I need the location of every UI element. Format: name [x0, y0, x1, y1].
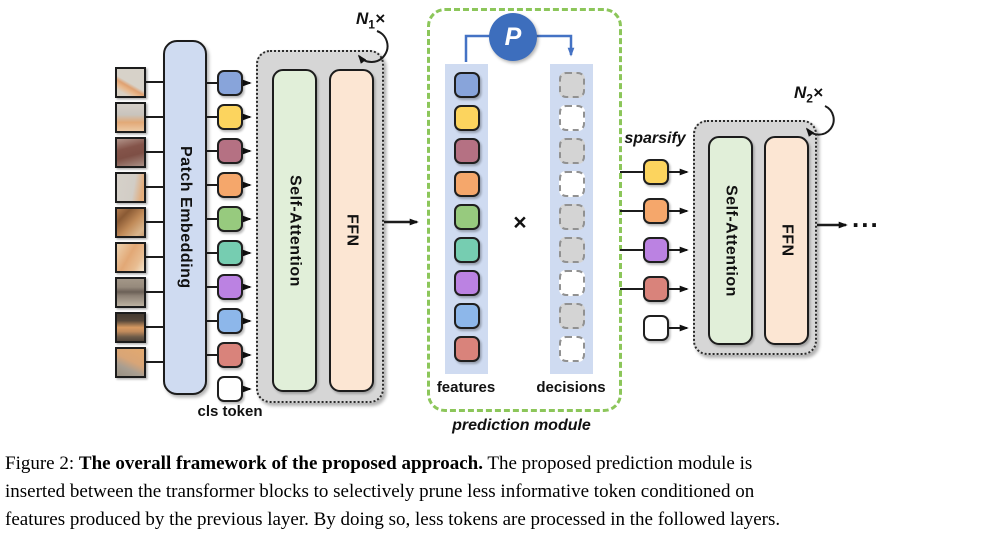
decision-token-kept: [558, 336, 585, 362]
caption-line-1: Figure 2: The overall framework of the p…: [5, 453, 753, 474]
token: [643, 237, 669, 263]
prediction-head-label: P: [504, 22, 522, 51]
ffn-box-2: FFN: [764, 136, 809, 345]
token: [453, 72, 480, 98]
sparsified-token-column: [643, 159, 669, 341]
token: [453, 171, 480, 197]
image-patch: [115, 137, 146, 168]
decision-token-pruned: [558, 237, 585, 263]
token: [643, 198, 669, 224]
image-patch: [115, 102, 146, 133]
decision-token-kept: [558, 171, 585, 197]
image-patch: [115, 207, 146, 238]
cls-token-label: cls token: [197, 403, 263, 420]
prediction-module-label: prediction module: [452, 417, 591, 434]
caption-line-3: features produced by the previous layer.…: [5, 509, 781, 530]
n1-repeat-label: N1×: [356, 9, 385, 32]
decision-token-kept: [558, 270, 585, 296]
decision-token-pruned: [558, 72, 585, 98]
sparsify-label: sparsify: [624, 130, 686, 147]
decisions-column: [550, 64, 593, 374]
ffn-label-2: FFN: [778, 224, 796, 257]
token: [453, 138, 480, 164]
caption-line-2: inserted between the transformer blocks …: [5, 481, 755, 502]
token: [453, 336, 480, 362]
transformer-block-1: Self-Attention FFN: [256, 50, 384, 403]
image-patch: [115, 312, 146, 343]
token: [217, 342, 243, 368]
input-image-patches: [115, 67, 146, 378]
ffn-box-1: FFN: [329, 69, 374, 392]
token: [453, 270, 480, 296]
self-attention-box-2: Self-Attention: [708, 136, 753, 345]
self-attention-label-1: Self-Attention: [286, 174, 304, 287]
features-label: features: [436, 379, 496, 396]
prediction-head-circle: P: [489, 13, 537, 61]
decision-token-kept: [558, 105, 585, 131]
token: [217, 172, 243, 198]
image-patch: [115, 172, 146, 203]
token: [453, 105, 480, 131]
token: [217, 308, 243, 334]
continuation-ellipsis: ...: [852, 203, 880, 233]
self-attention-label-2: Self-Attention: [722, 184, 740, 297]
features-column: [445, 64, 488, 374]
decision-token-pruned: [558, 204, 585, 230]
decisions-label: decisions: [536, 379, 606, 396]
token: [217, 206, 243, 232]
transformer-block-2: Self-Attention FFN: [693, 120, 817, 355]
token: [453, 237, 480, 263]
token: [453, 204, 480, 230]
token: [217, 138, 243, 164]
ffn-label-1: FFN: [343, 214, 361, 247]
token: [643, 315, 669, 341]
patch-embedding-box: Patch Embedding: [163, 40, 207, 395]
image-patch: [115, 277, 146, 308]
image-patch: [115, 67, 146, 98]
decision-token-pruned: [558, 303, 585, 329]
image-patch: [115, 347, 146, 378]
multiply-symbol: ×: [513, 209, 527, 235]
patch-embedding-label: Patch Embedding: [177, 146, 194, 289]
self-attention-box-1: Self-Attention: [272, 69, 317, 392]
input-token-column: [217, 70, 243, 402]
token: [217, 376, 243, 402]
token: [217, 104, 243, 130]
decision-token-pruned: [558, 138, 585, 164]
figure-caption: Figure 2: The overall framework of the p…: [5, 450, 993, 534]
token: [643, 159, 669, 185]
token: [643, 276, 669, 302]
token: [217, 240, 243, 266]
n2-repeat-label: N2×: [794, 83, 823, 106]
framework-diagram: Patch Embedding cls token Self-Attention…: [115, 8, 880, 434]
image-patch: [115, 242, 146, 273]
token: [217, 274, 243, 300]
token: [453, 303, 480, 329]
token: [217, 70, 243, 96]
